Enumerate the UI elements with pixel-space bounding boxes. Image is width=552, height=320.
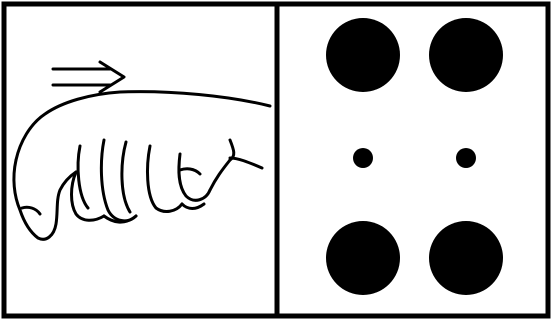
- large-dot-bottom-right: [429, 221, 503, 295]
- small-dot-middle-left: [353, 148, 373, 168]
- large-dot-top-right: [429, 18, 503, 92]
- large-dot-top-left: [326, 18, 400, 92]
- large-dot-bottom-left: [326, 221, 400, 295]
- small-dot-middle-right: [456, 148, 476, 168]
